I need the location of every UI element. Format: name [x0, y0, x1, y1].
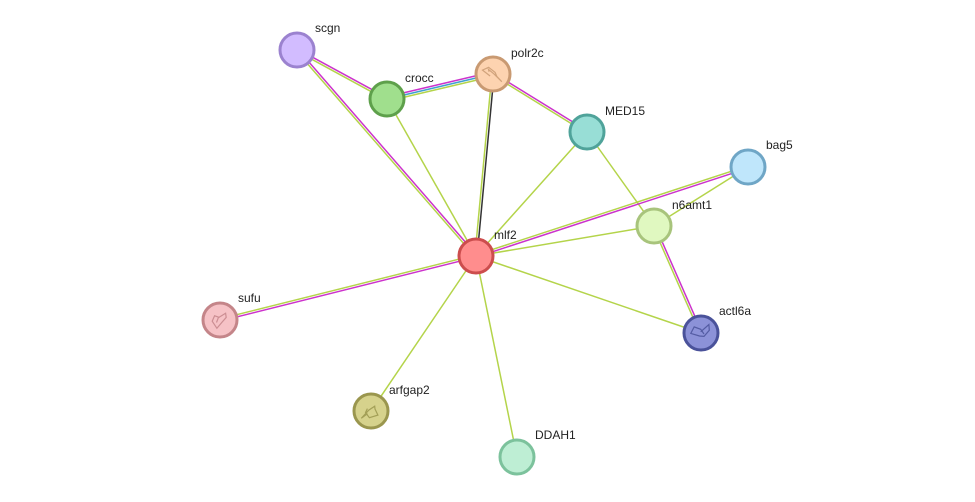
node-polr2c[interactable]: polr2c — [474, 46, 544, 93]
protein-structure-icon — [360, 405, 379, 419]
edge-line — [386, 98, 477, 257]
node-ddah1[interactable]: DDAH1 — [498, 428, 576, 476]
protein-structure-icon — [689, 323, 710, 338]
edge-line — [220, 256, 477, 322]
edge-line — [654, 225, 703, 333]
node-label: polr2c — [511, 46, 544, 60]
node-circle[interactable] — [368, 80, 406, 118]
edge-line — [475, 165, 748, 256]
edge-crocc-mlf2 — [386, 98, 477, 257]
node-circle[interactable] — [457, 237, 495, 275]
node-circle[interactable] — [352, 392, 390, 430]
edge-line — [586, 131, 655, 227]
node-label: crocc — [405, 71, 434, 85]
edge-line — [475, 131, 588, 257]
protein-structure-icon — [211, 312, 227, 330]
node-circle[interactable] — [635, 207, 673, 245]
node-circle[interactable] — [568, 113, 606, 151]
node-label: arfgap2 — [389, 383, 430, 397]
edge-med15-mlf2 — [475, 131, 588, 257]
node-scgn[interactable]: scgn — [278, 21, 340, 69]
edge-line — [474, 73, 493, 256]
node-circle[interactable] — [682, 314, 720, 352]
node-mlf2[interactable]: mlf2 — [457, 228, 517, 275]
edge-med15-n6amt1 — [586, 131, 655, 227]
edge-mlf2-arfgap2 — [370, 255, 477, 412]
node-label: actl6a — [719, 304, 751, 318]
node-label: sufu — [238, 291, 261, 305]
edge-polr2c-mlf2 — [474, 73, 495, 257]
edge-bag5-mlf2 — [475, 165, 749, 258]
node-circle[interactable] — [278, 31, 316, 69]
edge-line — [476, 167, 749, 258]
node-med15[interactable]: MED15 — [568, 104, 645, 151]
edge-line — [475, 225, 655, 257]
edge-n6amt1-mlf2 — [475, 225, 655, 257]
node-crocc[interactable]: crocc — [368, 71, 434, 118]
node-label: DDAH1 — [535, 428, 576, 442]
edge-scgn-mlf2 — [295, 48, 478, 258]
node-actl6a[interactable]: actl6a — [682, 304, 751, 352]
node-label: mlf2 — [494, 228, 517, 242]
edge-n6amt1-actl6a — [652, 225, 703, 334]
edge-line — [475, 255, 518, 458]
node-arfgap2[interactable]: arfgap2 — [352, 383, 430, 430]
edge-mlf2-ddah1 — [475, 255, 518, 458]
edge-line — [370, 255, 477, 412]
protein-structure-icon — [481, 66, 503, 83]
node-n6amt1[interactable]: n6amt1 — [635, 198, 712, 245]
edge-mlf2-actl6a — [475, 255, 702, 334]
node-sufu[interactable]: sufu — [201, 291, 261, 339]
node-label: n6amt1 — [672, 198, 712, 212]
node-label: scgn — [315, 21, 340, 35]
node-bag5[interactable]: bag5 — [729, 138, 793, 186]
edge-line — [295, 50, 476, 258]
node-circle[interactable] — [201, 301, 239, 339]
edge-line — [475, 255, 702, 334]
node-circle[interactable] — [498, 438, 536, 476]
edge-line — [652, 226, 701, 334]
edge-line — [297, 48, 478, 256]
node-circle[interactable] — [729, 148, 767, 186]
node-circle[interactable] — [474, 55, 512, 93]
node-label: MED15 — [605, 104, 645, 118]
edge-mlf2-sufu — [219, 254, 477, 322]
edge-line — [476, 74, 495, 257]
node-label: bag5 — [766, 138, 793, 152]
edge-line — [219, 254, 476, 320]
